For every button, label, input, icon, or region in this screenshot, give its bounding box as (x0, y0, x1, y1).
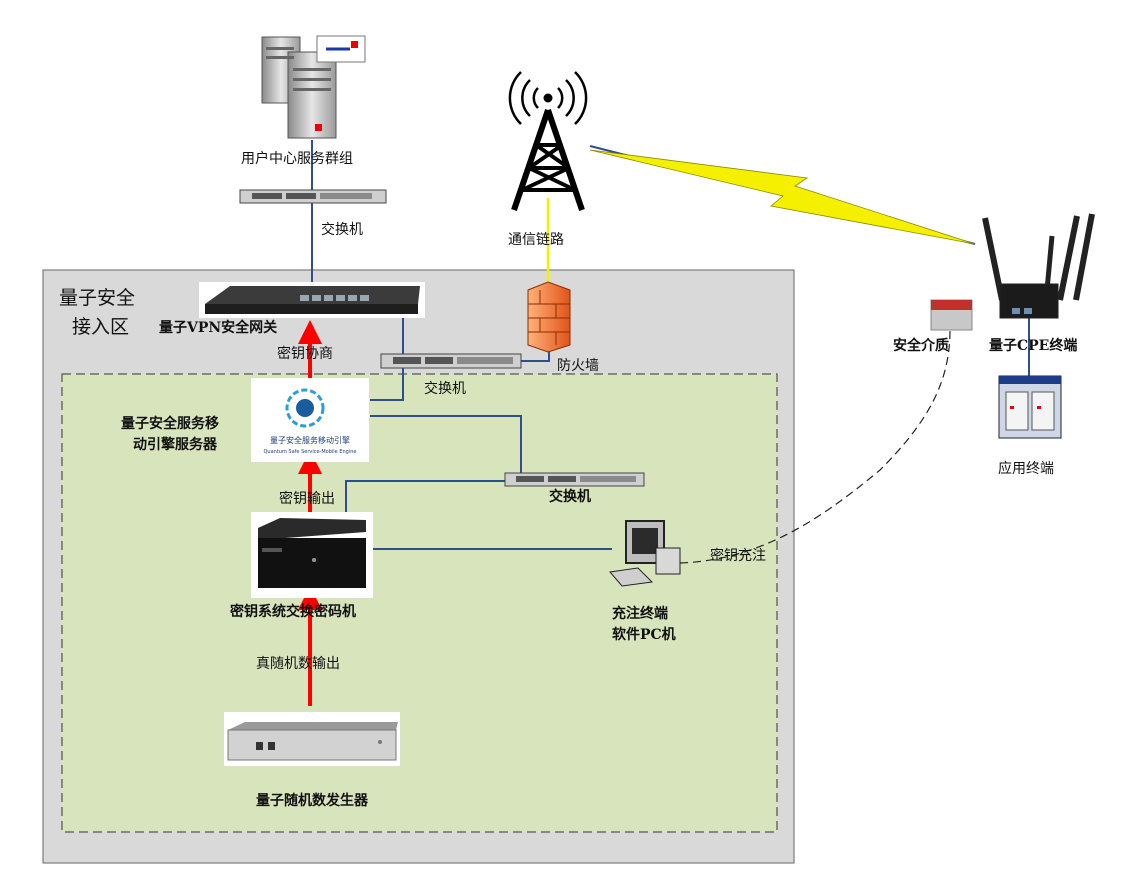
firewall-label: 防火墙 (557, 358, 599, 374)
app-terminal-label: 应用终端 (998, 461, 1054, 477)
key-output-label: 密钥输出 (279, 491, 335, 507)
engine-logo-cn: 量子安全服务移动引擎 (270, 435, 350, 445)
comm-link-label: 通信链路 (508, 232, 564, 248)
radio-link-bolt (589, 149, 976, 245)
mobile-engine-label-2: 动引擎服务器 (133, 437, 217, 453)
charge-pc-label-1: 充注终端 (612, 606, 668, 622)
user-center-label: 用户中心服务群组 (241, 151, 353, 167)
charge-pc-label-2: 软件PC机 (612, 627, 676, 643)
key-negotiation-label: 密钥协商 (277, 346, 333, 362)
qrng-label: 量子随机数发生器 (256, 793, 368, 809)
qrng-device-icon (224, 712, 400, 766)
key-system-label: 密钥系统交换密码机 (230, 604, 356, 620)
switch-mid-label: 交换机 (424, 381, 466, 397)
inner-zone (61, 373, 778, 833)
vpn-gateway-icon (199, 282, 425, 318)
random-output-label: 真随机数输出 (256, 656, 340, 672)
zone-title-line1: 量子安全 (59, 287, 136, 309)
engine-logo-en: Quantum Safe Service-Mobile Engine (263, 449, 356, 455)
firewall-icon (527, 281, 571, 353)
pc-terminal-icon (609, 520, 681, 587)
vpn-gateway-label: 量子VPN安全网关 (159, 320, 278, 336)
zone-title-line2: 接入区 (72, 316, 130, 338)
secure-medium-icon (930, 299, 973, 331)
cpe-terminal-label: 量子CPE终端 (989, 338, 1078, 354)
switch-lower-icon (504, 472, 645, 487)
switch-top-icon (239, 189, 387, 204)
signal-tower-icon (508, 71, 588, 211)
key-charge-label: 密钥充注 (710, 548, 766, 564)
cpe-router-icon (982, 213, 1095, 319)
switch-mid-icon (380, 353, 522, 369)
app-terminal-icon (998, 375, 1062, 439)
mobile-engine-logo: 量子安全服务移动引擎 Quantum Safe Service-Mobile E… (251, 378, 369, 462)
server-group-icon (261, 35, 366, 139)
key-system-server-icon (251, 512, 373, 598)
switch-top-label: 交换机 (321, 222, 363, 238)
secure-medium-label: 安全介质 (893, 338, 949, 354)
switch-lower-label: 交换机 (549, 489, 591, 505)
mobile-engine-label-1: 量子安全服务移 (121, 416, 219, 432)
